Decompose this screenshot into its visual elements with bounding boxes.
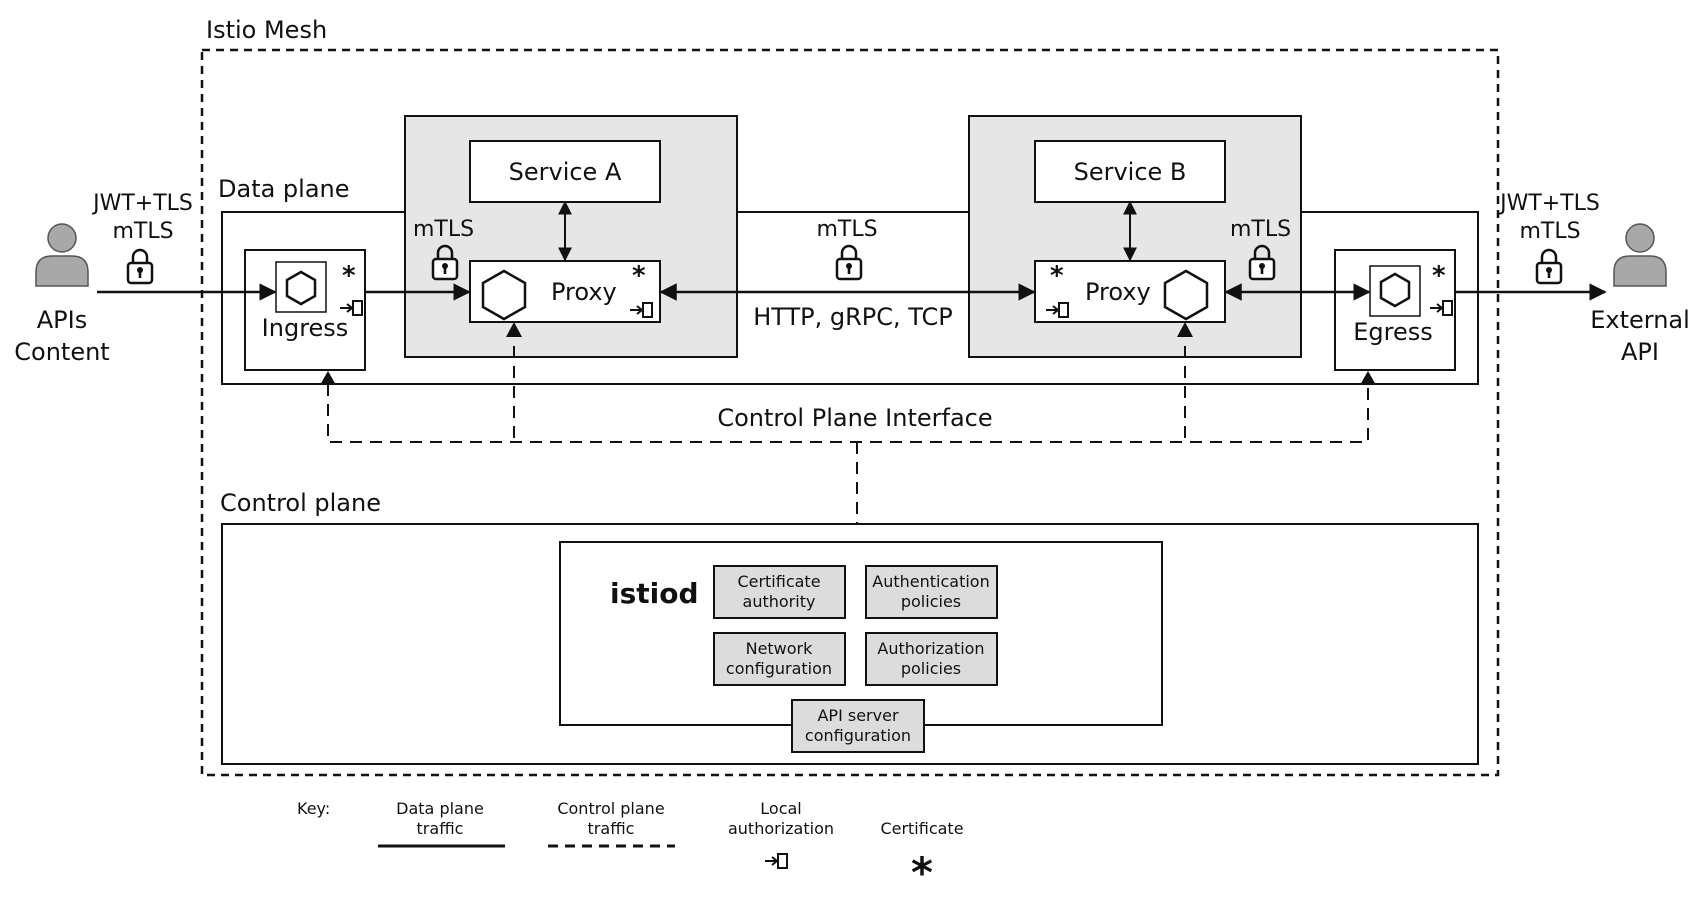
network-configuration-box	[713, 632, 846, 686]
protocols-label: HTTP, gRPC, TCP	[753, 303, 953, 331]
control-plane-interface-lines	[327, 346, 1369, 532]
istio-mesh-label: Istio Mesh	[206, 16, 327, 44]
right-security-line1: JWT+TLS	[1498, 191, 1600, 216]
ingress-control-arrowhead	[320, 371, 336, 385]
external-person-icon	[1613, 223, 1667, 287]
legend-data-plane-line1: Data plane	[396, 799, 484, 818]
service-b-mtls-label: mTLS	[1230, 217, 1291, 242]
data-plane-label: Data plane	[218, 175, 350, 203]
api-server-configuration-box	[791, 699, 925, 753]
egress-certificate-icon: *	[1432, 261, 1446, 291]
service-b-box	[1034, 140, 1226, 203]
right-security-line2: mTLS	[1519, 219, 1580, 244]
middle-mtls-label: mTLS	[816, 217, 877, 242]
legend-key-label: Key:	[297, 799, 330, 818]
istiod-box	[559, 541, 1163, 726]
left-security-line1: JWT+TLS	[91, 191, 193, 216]
service-a-proxy-label: Proxy	[551, 278, 617, 306]
certificate-authority-box	[713, 565, 846, 619]
external-label-line1: External	[1590, 306, 1690, 334]
authorization-policies-line1: Authorization	[877, 639, 984, 658]
legend-control-plane-line2: traffic	[588, 819, 635, 838]
legend-local-auth-line1: Local	[760, 799, 801, 818]
service-a-mtls-label: mTLS	[413, 217, 474, 242]
service-b-proxy-box	[1034, 260, 1226, 323]
service-b-proxy-label: Proxy	[1085, 278, 1151, 306]
authorization-policies-box	[865, 632, 998, 686]
network-configuration-line2: configuration	[726, 659, 832, 678]
ingress-certificate-icon: *	[342, 261, 356, 291]
right-lock-icon	[1535, 248, 1563, 285]
service-a-proxy-hexagon-icon	[481, 269, 527, 321]
certificate-authority-line1: Certificate	[737, 572, 820, 591]
control-plane-label: Control plane	[220, 489, 381, 517]
service-b-label: Service B	[1074, 158, 1187, 186]
ingress-hexagon-icon	[285, 270, 317, 306]
api-server-configuration-line1: API server	[817, 706, 898, 725]
ingress-label: Ingress	[262, 314, 349, 342]
service-a-certificate-icon: *	[632, 261, 646, 291]
proxy-b-control-arrowhead	[1177, 322, 1193, 337]
left-lock-icon	[126, 248, 154, 285]
service-b-certificate-icon: *	[1050, 261, 1064, 291]
client-person-icon	[35, 223, 89, 287]
certificate-authority-line2: authority	[743, 592, 816, 611]
legend: Key: Data plane traffic Control plane tr…	[297, 799, 964, 897]
authentication-policies-line2: policies	[901, 592, 961, 611]
client-label-line1: APIs	[37, 306, 87, 334]
authorization-policies-line2: policies	[901, 659, 961, 678]
legend-local-auth-line2: authorization	[728, 819, 834, 838]
egress-hexagon-icon	[1379, 272, 1411, 308]
api-server-configuration-line2: configuration	[805, 726, 911, 745]
control-plane-interface-label: Control Plane Interface	[717, 404, 992, 432]
legend-data-plane-line2: traffic	[417, 819, 464, 838]
external-label-line2: API	[1621, 338, 1659, 366]
egress-control-arrowhead	[1360, 371, 1376, 385]
client-label-line2: Content	[14, 338, 109, 366]
authentication-policies-line1: Authentication	[872, 572, 989, 591]
legend-certificate-label: Certificate	[880, 819, 963, 838]
authentication-policies-box	[865, 565, 998, 619]
service-b-proxy-hexagon-icon	[1163, 269, 1209, 321]
egress-label: Egress	[1353, 318, 1433, 346]
legend-local-auth-icon	[764, 853, 788, 869]
istiod-title: istiod	[610, 577, 699, 610]
network-configuration-line1: Network	[746, 639, 814, 658]
istio-mesh-border	[200, 48, 1500, 777]
left-security-line2: mTLS	[112, 219, 173, 244]
legend-certificate-icon: *	[911, 848, 933, 897]
legend-control-plane-line1: Control plane	[557, 799, 664, 818]
proxy-a-control-arrowhead	[506, 322, 522, 337]
service-a-label: Service A	[509, 158, 622, 186]
